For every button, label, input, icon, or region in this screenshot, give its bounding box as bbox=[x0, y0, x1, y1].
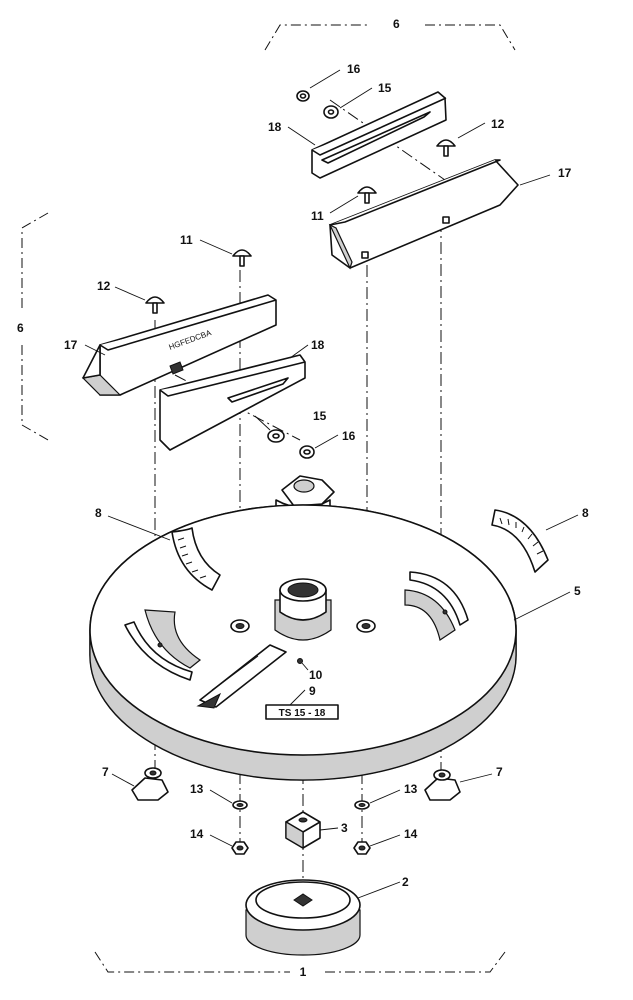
callout-13-left: 13 bbox=[190, 782, 204, 796]
callout-5: 5 bbox=[574, 584, 581, 598]
model-plate-label: TS 15 - 18 bbox=[279, 708, 326, 719]
slide-bar-18-left bbox=[159, 354, 306, 451]
callout-18-left: 18 bbox=[311, 338, 325, 352]
bolt-11-right bbox=[357, 186, 377, 204]
leader-lines bbox=[84, 69, 579, 899]
callout-9: 9 bbox=[309, 684, 316, 698]
fence-17-left: HGFEDCBA bbox=[81, 294, 277, 396]
fence-17-right bbox=[328, 159, 519, 270]
bolt-12-right bbox=[436, 139, 456, 157]
callout-13-right: 13 bbox=[404, 782, 418, 796]
callout-11-left: 11 bbox=[180, 233, 193, 247]
callout-16-top: 16 bbox=[347, 62, 361, 76]
nut-16-left bbox=[299, 445, 315, 459]
callout-16-left: 16 bbox=[342, 429, 356, 443]
callout-8-left: 8 bbox=[95, 506, 102, 520]
slot-left bbox=[124, 609, 202, 681]
pedestal-2 bbox=[245, 879, 361, 956]
washer-15-top bbox=[323, 105, 339, 119]
nut-14-left bbox=[231, 841, 249, 855]
nut-16-top bbox=[296, 90, 310, 102]
callout-8-right: 8 bbox=[582, 506, 589, 520]
bracket-6-left bbox=[21, 212, 49, 441]
callout-14-left: 14 bbox=[190, 827, 204, 841]
callout-15-top: 15 bbox=[378, 81, 392, 95]
square-nut-3 bbox=[285, 811, 321, 850]
quadrant-scale-8-right bbox=[491, 509, 549, 573]
callout-11-right: 11 bbox=[311, 209, 324, 223]
callout-6-left: 6 bbox=[17, 321, 24, 335]
callout-6-top: 6 bbox=[393, 17, 400, 31]
foot-7-right bbox=[424, 769, 461, 801]
callout-18-top: 18 bbox=[268, 120, 282, 134]
callout-3: 3 bbox=[341, 821, 348, 835]
plate-hole-left bbox=[230, 619, 250, 633]
callout-12-left: 12 bbox=[97, 279, 111, 293]
washer-15-left bbox=[267, 429, 285, 443]
slot-right bbox=[404, 571, 469, 641]
callout-17-left: 17 bbox=[64, 338, 78, 352]
model-plate-9: TS 15 - 18 bbox=[265, 704, 339, 720]
center-hub bbox=[274, 578, 332, 641]
callout-1: 1 bbox=[300, 965, 307, 979]
base-plate-5 bbox=[89, 504, 517, 781]
plate-hole-right bbox=[356, 619, 376, 633]
bracket-6-top bbox=[264, 24, 516, 51]
bolt-12-left bbox=[145, 296, 165, 314]
angle-scale-label-10 bbox=[196, 644, 303, 709]
callout-12-right: 12 bbox=[491, 117, 505, 131]
washer-13-right bbox=[354, 800, 370, 810]
bracket-1-bottom bbox=[94, 951, 506, 973]
callout-14-right: 14 bbox=[404, 827, 418, 841]
callout-17-right: 17 bbox=[558, 166, 572, 180]
nut-14-right bbox=[353, 841, 371, 855]
bolt-11-left bbox=[232, 249, 252, 267]
foot-7-left bbox=[131, 767, 169, 801]
callout-10: 10 bbox=[309, 668, 323, 682]
callout-labels: 6 6 16 15 18 12 17 11 11 12 17 18 15 16 … bbox=[17, 17, 589, 979]
callout-7-left: 7 bbox=[102, 765, 109, 779]
callout-2: 2 bbox=[402, 875, 409, 889]
callout-7-right: 7 bbox=[496, 765, 503, 779]
washer-13-left bbox=[232, 800, 248, 810]
slide-bar-18-top bbox=[311, 91, 447, 179]
callout-15-left: 15 bbox=[313, 409, 327, 423]
quadrant-scale-8-left bbox=[171, 527, 221, 591]
